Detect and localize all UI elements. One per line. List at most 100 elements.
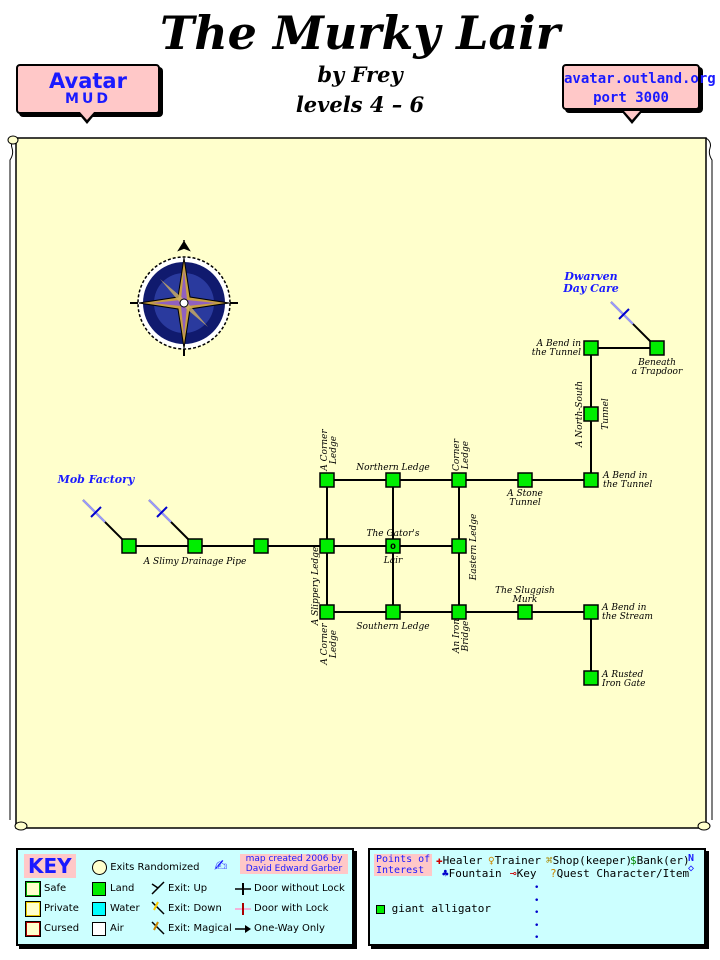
shop-icon: ⌘	[546, 854, 553, 867]
poi-title: Points of Interest	[374, 854, 433, 876]
room-southern[interactable]	[385, 604, 401, 620]
zone-link-mob-factory[interactable]: Mob Factory	[57, 473, 136, 486]
room-ms1[interactable]	[121, 538, 137, 554]
zone-link-dwarven[interactable]: Dwarven	[563, 270, 617, 283]
poi-title-line-2: Interest	[376, 865, 425, 876]
exit-magical-label: Exit: Magical	[168, 923, 232, 934]
label-bend-tunnel-e-l2: the Tunnel	[603, 480, 652, 490]
map-key-legend: KEY Exits Randomized ✍ map created 2006 …	[16, 848, 354, 946]
door-without-lock-label: Door without Lock	[254, 883, 345, 894]
room-bend_tunnel_e[interactable]	[583, 472, 599, 488]
poi-healer-label: Healer	[442, 854, 483, 867]
exit-down-label: Exit: Down	[168, 903, 222, 914]
room-northern[interactable]	[385, 472, 401, 488]
fountain-icon: ♣	[442, 867, 449, 880]
label-trapdoor-l2: a Trapdoor	[632, 367, 683, 377]
poi-bank-label: Bank(er)	[636, 854, 690, 867]
room-iron_bridge[interactable]	[451, 604, 467, 620]
key-title: KEY	[24, 854, 76, 878]
air-label: Air	[110, 923, 124, 934]
label-corner-sw-l1: A Corner	[320, 623, 330, 666]
label-northern-ledge: Northern Ledge	[355, 463, 429, 473]
poi-fountain: ♣Fountain	[442, 867, 502, 880]
label-bend-tunnel-e-l1: A Bend in	[602, 471, 648, 481]
room-corner_sw[interactable]	[319, 604, 335, 620]
badge-mud-text: MUD	[65, 91, 111, 107]
label-ns-tunnel-l2: Tunnel	[601, 398, 611, 430]
water-swatch	[92, 902, 106, 916]
room-rusted_gate[interactable]	[583, 670, 599, 686]
room-sluggish[interactable]	[517, 604, 533, 620]
poi-bank: $Bank(er)	[630, 854, 690, 867]
label-stone-tunnel-l2: Tunnel	[509, 498, 541, 508]
label-iron-bridge-l1: An Iron	[452, 619, 462, 654]
bank-icon: $	[630, 854, 637, 867]
room-bend_tunnel_n[interactable]	[583, 340, 599, 356]
credit-line-1: map created 2006 by	[245, 854, 343, 864]
room-corner_ne[interactable]	[451, 472, 467, 488]
land-swatch	[92, 882, 106, 896]
scroll-quill-icon: ✍	[214, 856, 228, 875]
room-ns_tunnel[interactable]	[583, 406, 599, 422]
poi-trainer-label: Trainer	[494, 854, 541, 867]
badge-tail-right-fill	[624, 111, 640, 120]
exit-magical-icon	[151, 921, 165, 935]
cursed-swatch	[25, 921, 41, 937]
room-stone_tunnel[interactable]	[517, 472, 533, 488]
poi-shop-label: Shop(keeper)	[552, 854, 633, 867]
label-corner-nw-l2: Ledge	[329, 436, 339, 465]
room-slippery[interactable]	[319, 538, 335, 554]
room-trapdoor[interactable]	[649, 340, 665, 356]
land-label: Land	[110, 883, 135, 894]
exit-down-icon	[151, 901, 165, 915]
quest-icon: ?	[550, 867, 557, 880]
air-swatch	[92, 922, 106, 936]
zone-link-day-care[interactable]: Day Care	[562, 282, 619, 295]
door-without-lock-icon	[235, 883, 251, 895]
poi-fountain-label: Fountain	[448, 867, 502, 880]
poi-quest-label: Quest Character/Item	[556, 867, 690, 880]
poi-mob-entry: giant alligator	[376, 902, 491, 915]
poi-mob-label: giant alligator	[391, 902, 491, 915]
label-iron-bridge-l2: Bridge	[461, 621, 471, 653]
label-bend-tunnel-n-l1: A Bend in	[536, 339, 582, 349]
points-of-interest-panel: Points of Interest ✚Healer ♀Trainer ⌘Sho…	[368, 848, 706, 946]
label-bend-stream-l2: the Stream	[602, 612, 653, 622]
room-ms2[interactable]	[187, 538, 203, 554]
one-way-arrow-icon	[235, 925, 251, 933]
mob-marker-icon	[376, 904, 385, 914]
label-iron-bridge: An IronBridge	[452, 619, 471, 654]
label-trapdoor-l1: Beneath	[637, 358, 676, 368]
label-slimy-pipe: A Slimy Drainage Pipe	[143, 557, 247, 567]
label-bend-tunnel-n-l2: the Tunnel	[532, 348, 581, 358]
room-lair[interactable]	[385, 538, 401, 554]
poi-healer: ✚Healer	[436, 854, 482, 867]
label-corner-sw-l2: Ledge	[329, 630, 339, 659]
label-sluggish-murk-l2: Murk	[512, 595, 538, 605]
key-icon: ⊸	[510, 867, 517, 880]
room-ms3[interactable]	[253, 538, 269, 554]
poi-divider-dots: •••••	[534, 883, 540, 943]
server-address-badge: avatar.outland.org port 3000	[562, 64, 716, 110]
label-rusted-gate-l1: A Rusted	[601, 670, 643, 680]
room-corner_nw[interactable]	[319, 472, 335, 488]
room-eastern[interactable]	[451, 538, 467, 554]
label-slippery-ledge: A Slippery Ledge	[311, 547, 321, 627]
badge-tail-left-fill	[79, 111, 95, 120]
compass-north-icon: N ◇	[688, 854, 694, 874]
healer-icon: ✚	[436, 854, 443, 867]
label-corner-sw: A CornerLedge	[320, 623, 339, 666]
label-ns-tunnel-l1: A North-South	[575, 381, 585, 448]
water-label: Water	[110, 903, 140, 914]
server-host: avatar.outland.org	[564, 71, 716, 87]
poi-quest: ?Quest Character/Item	[550, 867, 689, 880]
compass-north-label: N	[688, 853, 695, 864]
one-way-label: One-Way Only	[254, 923, 325, 934]
zone-link-labels: Mob Factory Dwarven Day Care	[57, 270, 619, 486]
exit-up-icon	[151, 881, 165, 895]
private-swatch	[25, 901, 41, 917]
room-bend_stream[interactable]	[583, 604, 599, 620]
map-levels: levels 4 – 6	[295, 92, 425, 117]
label-corner-ne-l1: Corner	[452, 438, 462, 471]
map-author: by Frey	[317, 62, 403, 87]
